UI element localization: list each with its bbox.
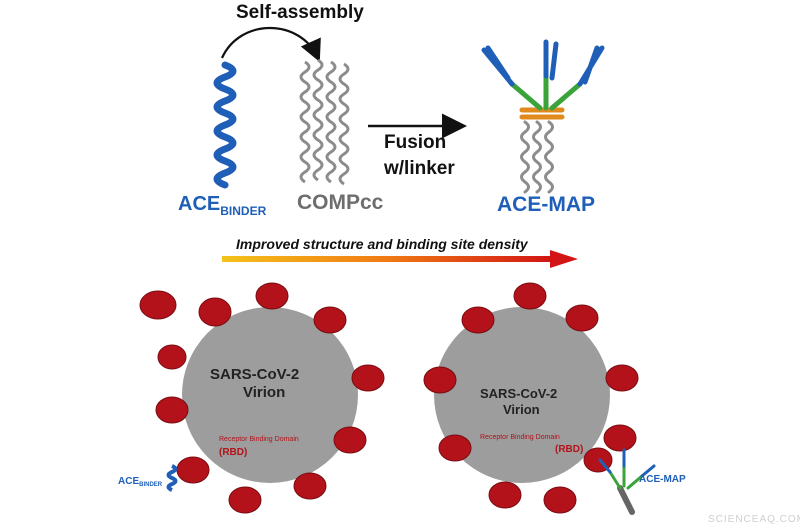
improvement-arrow bbox=[222, 250, 578, 268]
fusion-label-line1: Fusion bbox=[384, 132, 447, 153]
left-ace-binder-sub: BINDER bbox=[139, 482, 163, 488]
left-virion-particle bbox=[182, 307, 358, 483]
right-ace-map-small bbox=[598, 448, 656, 515]
right-ace-map-label: ACE-MAP bbox=[639, 474, 686, 485]
left-ace-binder-main: ACE bbox=[118, 476, 140, 487]
self-assembly-label: Self-assembly bbox=[236, 2, 364, 23]
right-rbd-proteins bbox=[423, 282, 639, 514]
left-ace-binder-small bbox=[166, 464, 178, 492]
left-rbd-label-line1: Receptor Binding Domain bbox=[219, 436, 299, 443]
right-virion-title-line2: Virion bbox=[503, 402, 540, 417]
left-rbd-label-line2: (RBD) bbox=[219, 447, 248, 458]
ace-binder-label: ACEBINDER bbox=[178, 193, 266, 218]
watermark: SCIENCEAQ.COM bbox=[708, 514, 800, 525]
left-ace-binder-label: ACEBINDER bbox=[118, 476, 162, 488]
ace-binder-main: ACE bbox=[178, 193, 221, 215]
ace-binder-sub: BINDER bbox=[220, 204, 267, 218]
right-rbd-label-line2: (RBD) bbox=[555, 444, 584, 455]
right-virion-title-line1: SARS-CoV-2 bbox=[480, 386, 558, 401]
right-virion-particle bbox=[434, 307, 610, 483]
right-virion-group bbox=[423, 282, 656, 515]
left-virion-title-line2: Virion bbox=[243, 384, 286, 401]
ace-map-label: ACE-MAP bbox=[497, 193, 595, 216]
left-virion-title-line1: SARS-CoV-2 bbox=[210, 366, 300, 383]
compcc-label: COMPcc bbox=[297, 191, 384, 214]
fusion-label-line2: w/linker bbox=[384, 158, 455, 179]
compcc-bundle bbox=[299, 58, 350, 186]
ace-map-structure bbox=[481, 39, 605, 194]
self-assembly-arrow bbox=[220, 27, 321, 63]
ace-binder-helix bbox=[213, 61, 237, 189]
left-rbd-proteins bbox=[139, 282, 385, 514]
left-virion-group bbox=[139, 282, 385, 514]
right-rbd-label-line1: Receptor Binding Domain bbox=[480, 434, 560, 441]
arrow-caption: Improved structure and binding site dens… bbox=[236, 236, 528, 252]
